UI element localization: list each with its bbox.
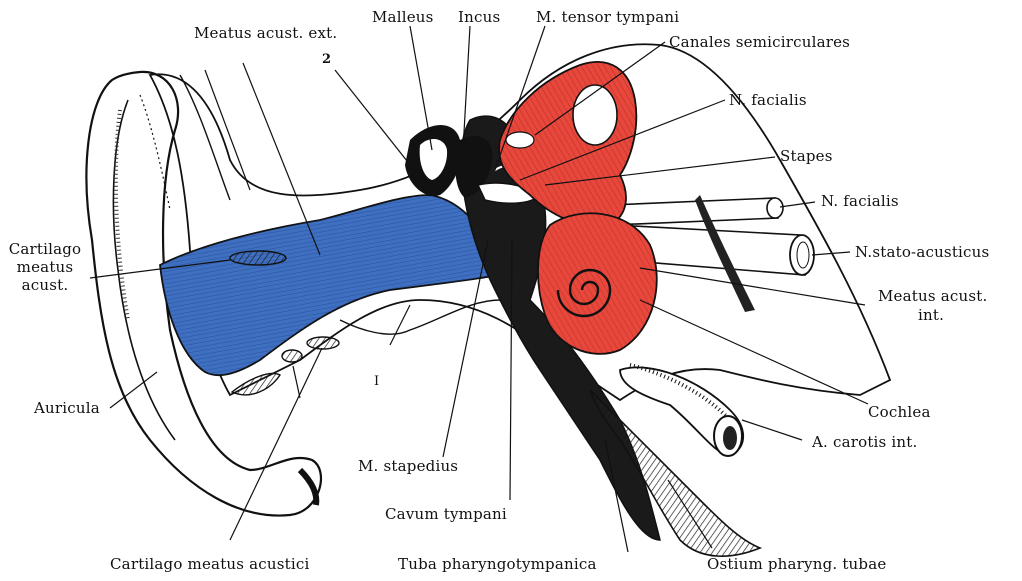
label-tensor-tympani: M. tensor tympani	[536, 9, 679, 26]
label-stapedius: M. stapedius	[358, 458, 458, 475]
label-malleus: Malleus	[372, 9, 434, 26]
label-facialis-mid: N. facialis	[821, 193, 899, 210]
label-ostium: Ostium pharyng. tubae	[707, 556, 886, 573]
label-meatus-int-line1: Meatus acust.	[878, 288, 987, 305]
label-meatus-ext: Meatus acust. ext.	[194, 25, 337, 42]
label-cart-meatus-acustici: Cartilago meatus acustici	[110, 556, 309, 573]
label-facialis-top: N. facialis	[729, 92, 807, 109]
label-canales: Canales semicirculares	[669, 34, 850, 51]
label-meatus-int-line2: int.	[918, 307, 944, 324]
label-cartilago-line1: Cartilago	[4, 241, 86, 258]
label-stapes: Stapes	[780, 148, 833, 165]
label-carotis: A. carotis int.	[812, 434, 917, 451]
label-number-1: I	[374, 374, 379, 389]
label-tuba: Tuba pharyngotympanica	[398, 556, 597, 573]
label-number-2: 2	[322, 52, 331, 67]
label-cartilago-line2: meatus	[4, 259, 86, 276]
label-incus: Incus	[458, 9, 500, 26]
label-cartilago-line3: acust.	[4, 277, 86, 294]
label-cavum: Cavum tympani	[385, 506, 507, 523]
label-cochlea: Cochlea	[868, 404, 931, 421]
label-auricula: Auricula	[34, 400, 100, 417]
label-stato-acusticus: N.stato-acusticus	[855, 244, 989, 261]
